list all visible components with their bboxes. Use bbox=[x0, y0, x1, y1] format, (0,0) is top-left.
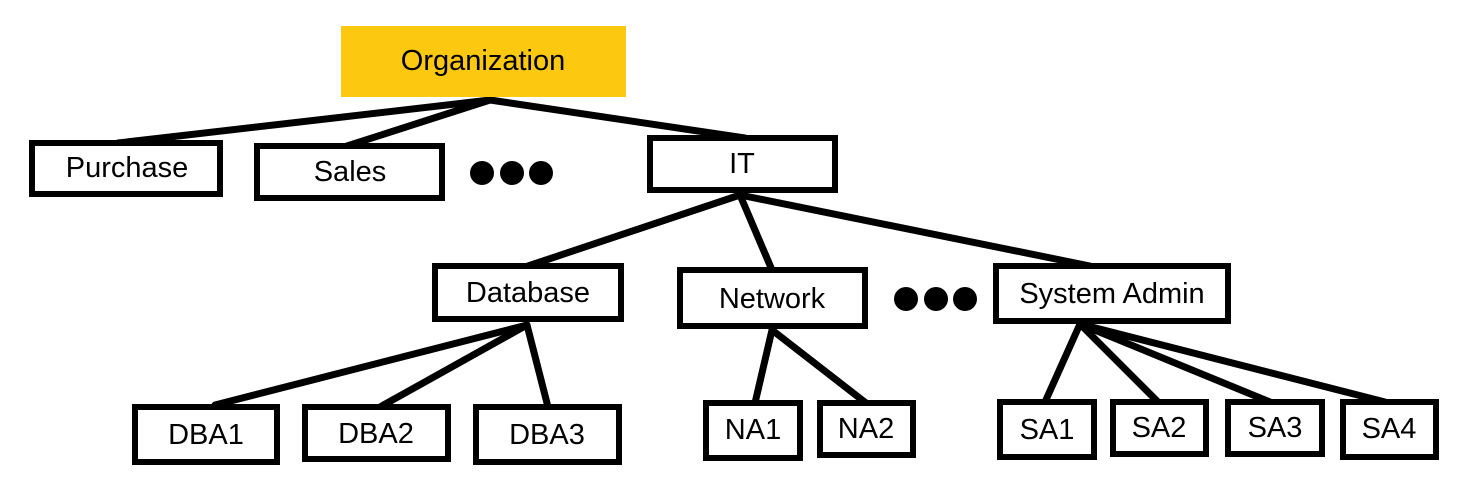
node-dba1: DBA1 bbox=[132, 404, 280, 465]
node-label-dba3: DBA3 bbox=[509, 419, 585, 451]
node-dba3: DBA3 bbox=[473, 404, 622, 465]
node-box-sa4 bbox=[1340, 399, 1439, 460]
node-network: Network bbox=[677, 267, 868, 329]
node-label-database: Database bbox=[466, 277, 590, 309]
node-label-na2: NA2 bbox=[838, 413, 894, 445]
edge-database-dba1 bbox=[211, 321, 531, 409]
node-box-sa3 bbox=[1225, 399, 1325, 457]
edge-database-dba2 bbox=[376, 321, 531, 411]
node-box-dba3 bbox=[473, 404, 622, 465]
node-purchase: Purchase bbox=[29, 140, 223, 197]
node-na1: NA1 bbox=[703, 400, 803, 461]
node-system-admin: System Admin bbox=[993, 263, 1231, 324]
ellipsis-level-3 bbox=[894, 287, 977, 311]
node-box-system-admin bbox=[993, 263, 1231, 324]
node-box-na1 bbox=[703, 400, 803, 461]
node-label-sa3: SA3 bbox=[1248, 412, 1303, 444]
node-organization: Organization bbox=[341, 26, 626, 97]
edge-organization-it bbox=[486, 96, 749, 142]
node-box-sa1 bbox=[997, 399, 1097, 460]
ellipsis-dot bbox=[953, 287, 977, 311]
edge-organization-sales bbox=[343, 96, 494, 150]
node-box-na2 bbox=[817, 400, 916, 458]
ellipsis-dot bbox=[894, 287, 918, 311]
node-box-organization bbox=[341, 26, 626, 97]
edge-system-admin-sa1 bbox=[1041, 320, 1084, 406]
node-sa1: SA1 bbox=[997, 399, 1097, 460]
node-sales: Sales bbox=[254, 143, 445, 201]
node-label-organization: Organization bbox=[401, 45, 565, 77]
edge-organization-purchase bbox=[114, 96, 494, 147]
node-label-it: IT bbox=[729, 148, 755, 180]
node-box-dba2 bbox=[302, 404, 451, 462]
node-box-sa2 bbox=[1110, 399, 1209, 457]
node-box-dba1 bbox=[132, 404, 280, 465]
edge-it-system-admin bbox=[736, 191, 1094, 270]
node-it: IT bbox=[647, 135, 838, 193]
node-label-dba1: DBA1 bbox=[168, 419, 244, 451]
edge-network-na1 bbox=[751, 326, 776, 407]
edges bbox=[114, 96, 1389, 411]
node-database: Database bbox=[432, 263, 624, 322]
node-label-na1: NA1 bbox=[725, 414, 781, 446]
node-sa4: SA4 bbox=[1340, 399, 1439, 460]
edge-network-na2 bbox=[768, 326, 870, 407]
ellipsis-dot bbox=[470, 161, 494, 185]
edge-system-admin-sa2 bbox=[1076, 320, 1162, 406]
node-label-network: Network bbox=[719, 283, 826, 315]
node-sa3: SA3 bbox=[1225, 399, 1325, 457]
node-na2: NA2 bbox=[817, 400, 916, 458]
node-box-network bbox=[677, 267, 868, 329]
ellipsis-dot bbox=[500, 161, 524, 185]
node-label-sa1: SA1 bbox=[1020, 414, 1075, 446]
node-label-sales: Sales bbox=[314, 156, 387, 188]
node-dba2: DBA2 bbox=[302, 404, 451, 462]
edge-system-admin-sa3 bbox=[1076, 320, 1274, 406]
edge-it-database bbox=[524, 191, 744, 270]
node-box-sales bbox=[254, 143, 445, 201]
ellipsis-level-2 bbox=[470, 161, 553, 185]
node-box-purchase bbox=[29, 140, 223, 197]
ellipsis-dot bbox=[529, 161, 553, 185]
edge-database-dba3 bbox=[523, 321, 552, 411]
node-label-sa4: SA4 bbox=[1362, 413, 1417, 445]
node-box-it bbox=[647, 135, 838, 193]
node-label-purchase: Purchase bbox=[66, 152, 189, 184]
edge-it-network bbox=[736, 191, 776, 274]
ellipsis-dot bbox=[924, 287, 948, 311]
node-label-sa2: SA2 bbox=[1132, 412, 1187, 444]
node-label-system-admin: System Admin bbox=[1019, 278, 1204, 310]
node-box-database bbox=[432, 263, 624, 322]
node-sa2: SA2 bbox=[1110, 399, 1209, 457]
node-label-dba2: DBA2 bbox=[338, 418, 414, 450]
edge-system-admin-sa4 bbox=[1076, 320, 1389, 406]
